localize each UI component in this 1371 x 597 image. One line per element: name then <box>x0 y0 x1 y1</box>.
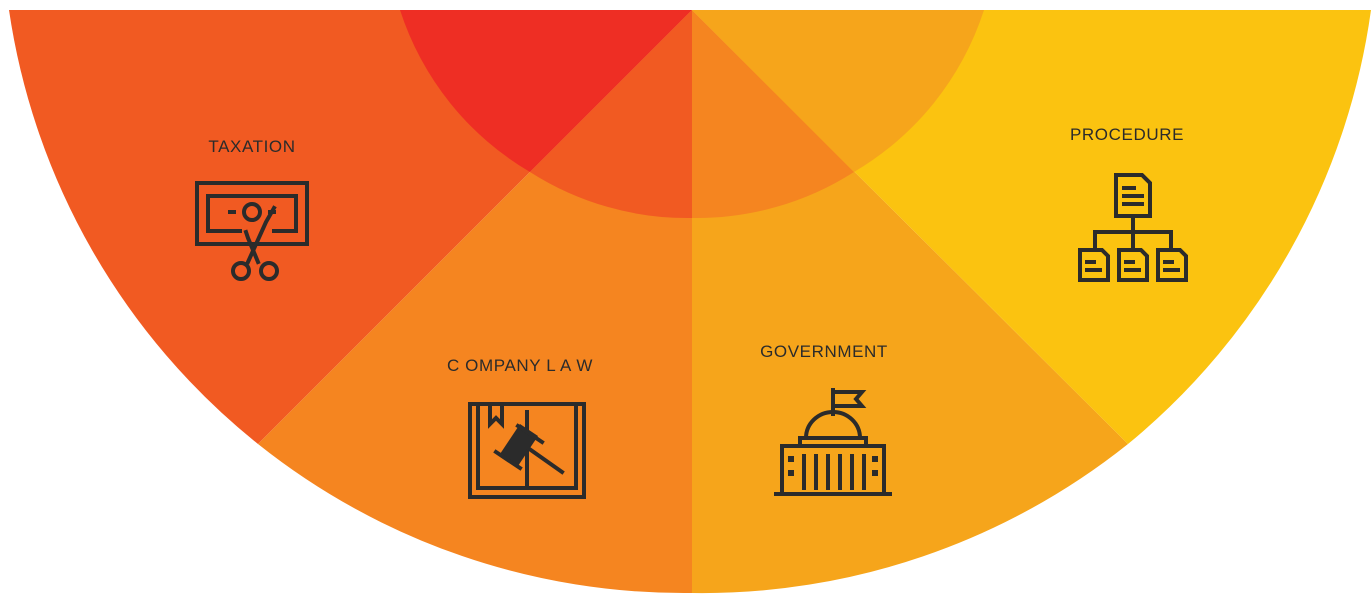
inner-segment-left-center <box>530 10 692 219</box>
label-company-law: C OMPANY L A W <box>447 356 593 375</box>
document-hierarchy-icon <box>1078 173 1188 282</box>
inner-segment-right-center <box>692 10 854 219</box>
label-taxation: TAXATION <box>208 137 295 156</box>
label-procedure: PROCEDURE <box>1070 125 1184 144</box>
money-scissors-icon <box>195 181 309 281</box>
inner-segment-right <box>692 10 984 172</box>
capitol-building-icon <box>774 388 892 496</box>
label-government: GOVERNMENT <box>760 342 888 361</box>
law-book-gavel-icon <box>468 402 586 499</box>
inner-segment-left <box>400 10 692 172</box>
